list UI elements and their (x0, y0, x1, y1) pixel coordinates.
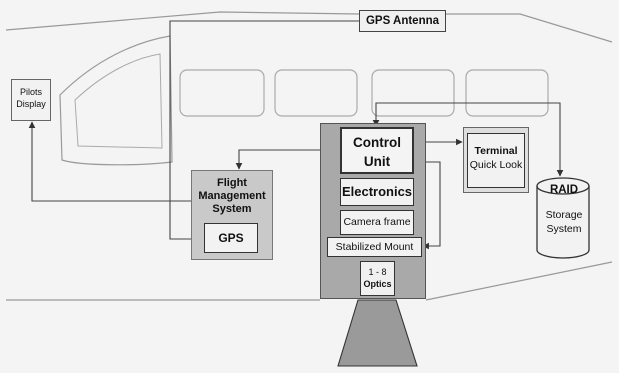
fms-label-line3: System (212, 203, 252, 215)
raid-cylinder-top (536, 177, 590, 195)
terminal-box: Terminal Quick Look (467, 133, 525, 188)
fuselage-outline (5, 11, 613, 43)
optics-range-label: 1 - 8 (368, 267, 387, 277)
fms-control-line (235, 146, 340, 170)
stabilized-mount-label: Stabilized Mount (335, 241, 414, 253)
camera-frame-label: Camera frame (343, 216, 411, 228)
cabin-window (371, 69, 455, 117)
control-raid-line (372, 102, 564, 177)
fms-to-display-line (28, 121, 191, 202)
optics-box: 1 - 8 Optics (360, 261, 395, 296)
raid-cylinder (536, 186, 590, 259)
control-unit-label-line2: Unit (363, 154, 391, 169)
pilots-display-box: Pilots Display (11, 79, 51, 121)
gps-antenna-box: GPS Antenna (359, 10, 446, 32)
storage-system-line2: System (546, 223, 582, 235)
fuselage-bottom (6, 261, 613, 301)
optics-label: Optics (363, 279, 392, 289)
electronics-label: Electronics (341, 184, 413, 199)
cabin-window (274, 69, 358, 117)
pilots-display-label-line2: Display (16, 99, 46, 109)
raid-label: RAID (538, 184, 590, 196)
fms-label-line1: Flight (217, 177, 247, 189)
antenna-to-gps-line (169, 20, 359, 243)
cockpit-outline (59, 35, 173, 166)
gps-box: GPS (204, 223, 258, 253)
gps-antenna-label: GPS Antenna (365, 15, 440, 27)
gps-label: GPS (218, 231, 244, 245)
storage-system-label: Storage System (538, 208, 590, 236)
electronics-box: Electronics (340, 178, 414, 206)
control-unit-label-line1: Control (353, 135, 401, 150)
optics-lens (337, 299, 418, 367)
flight-management-system-label: Flight Management System (193, 177, 271, 216)
cabin-window (179, 69, 265, 117)
pilots-display-label-line1: Pilots (19, 87, 42, 97)
terminal-label: Terminal (474, 145, 518, 157)
camera-frame-box: Camera frame (340, 210, 414, 235)
stabilized-mount-box: Stabilized Mount (327, 237, 422, 257)
cabin-window (465, 69, 549, 117)
storage-system-line1: Storage (545, 209, 583, 221)
raid-label-text: RAID (549, 184, 579, 196)
fms-label-line2: Management (198, 190, 266, 202)
control-mount-line (414, 158, 441, 250)
cockpit-window (74, 53, 163, 149)
control-unit-box: Control Unit (340, 127, 414, 174)
quick-look-label: Quick Look (469, 159, 523, 171)
